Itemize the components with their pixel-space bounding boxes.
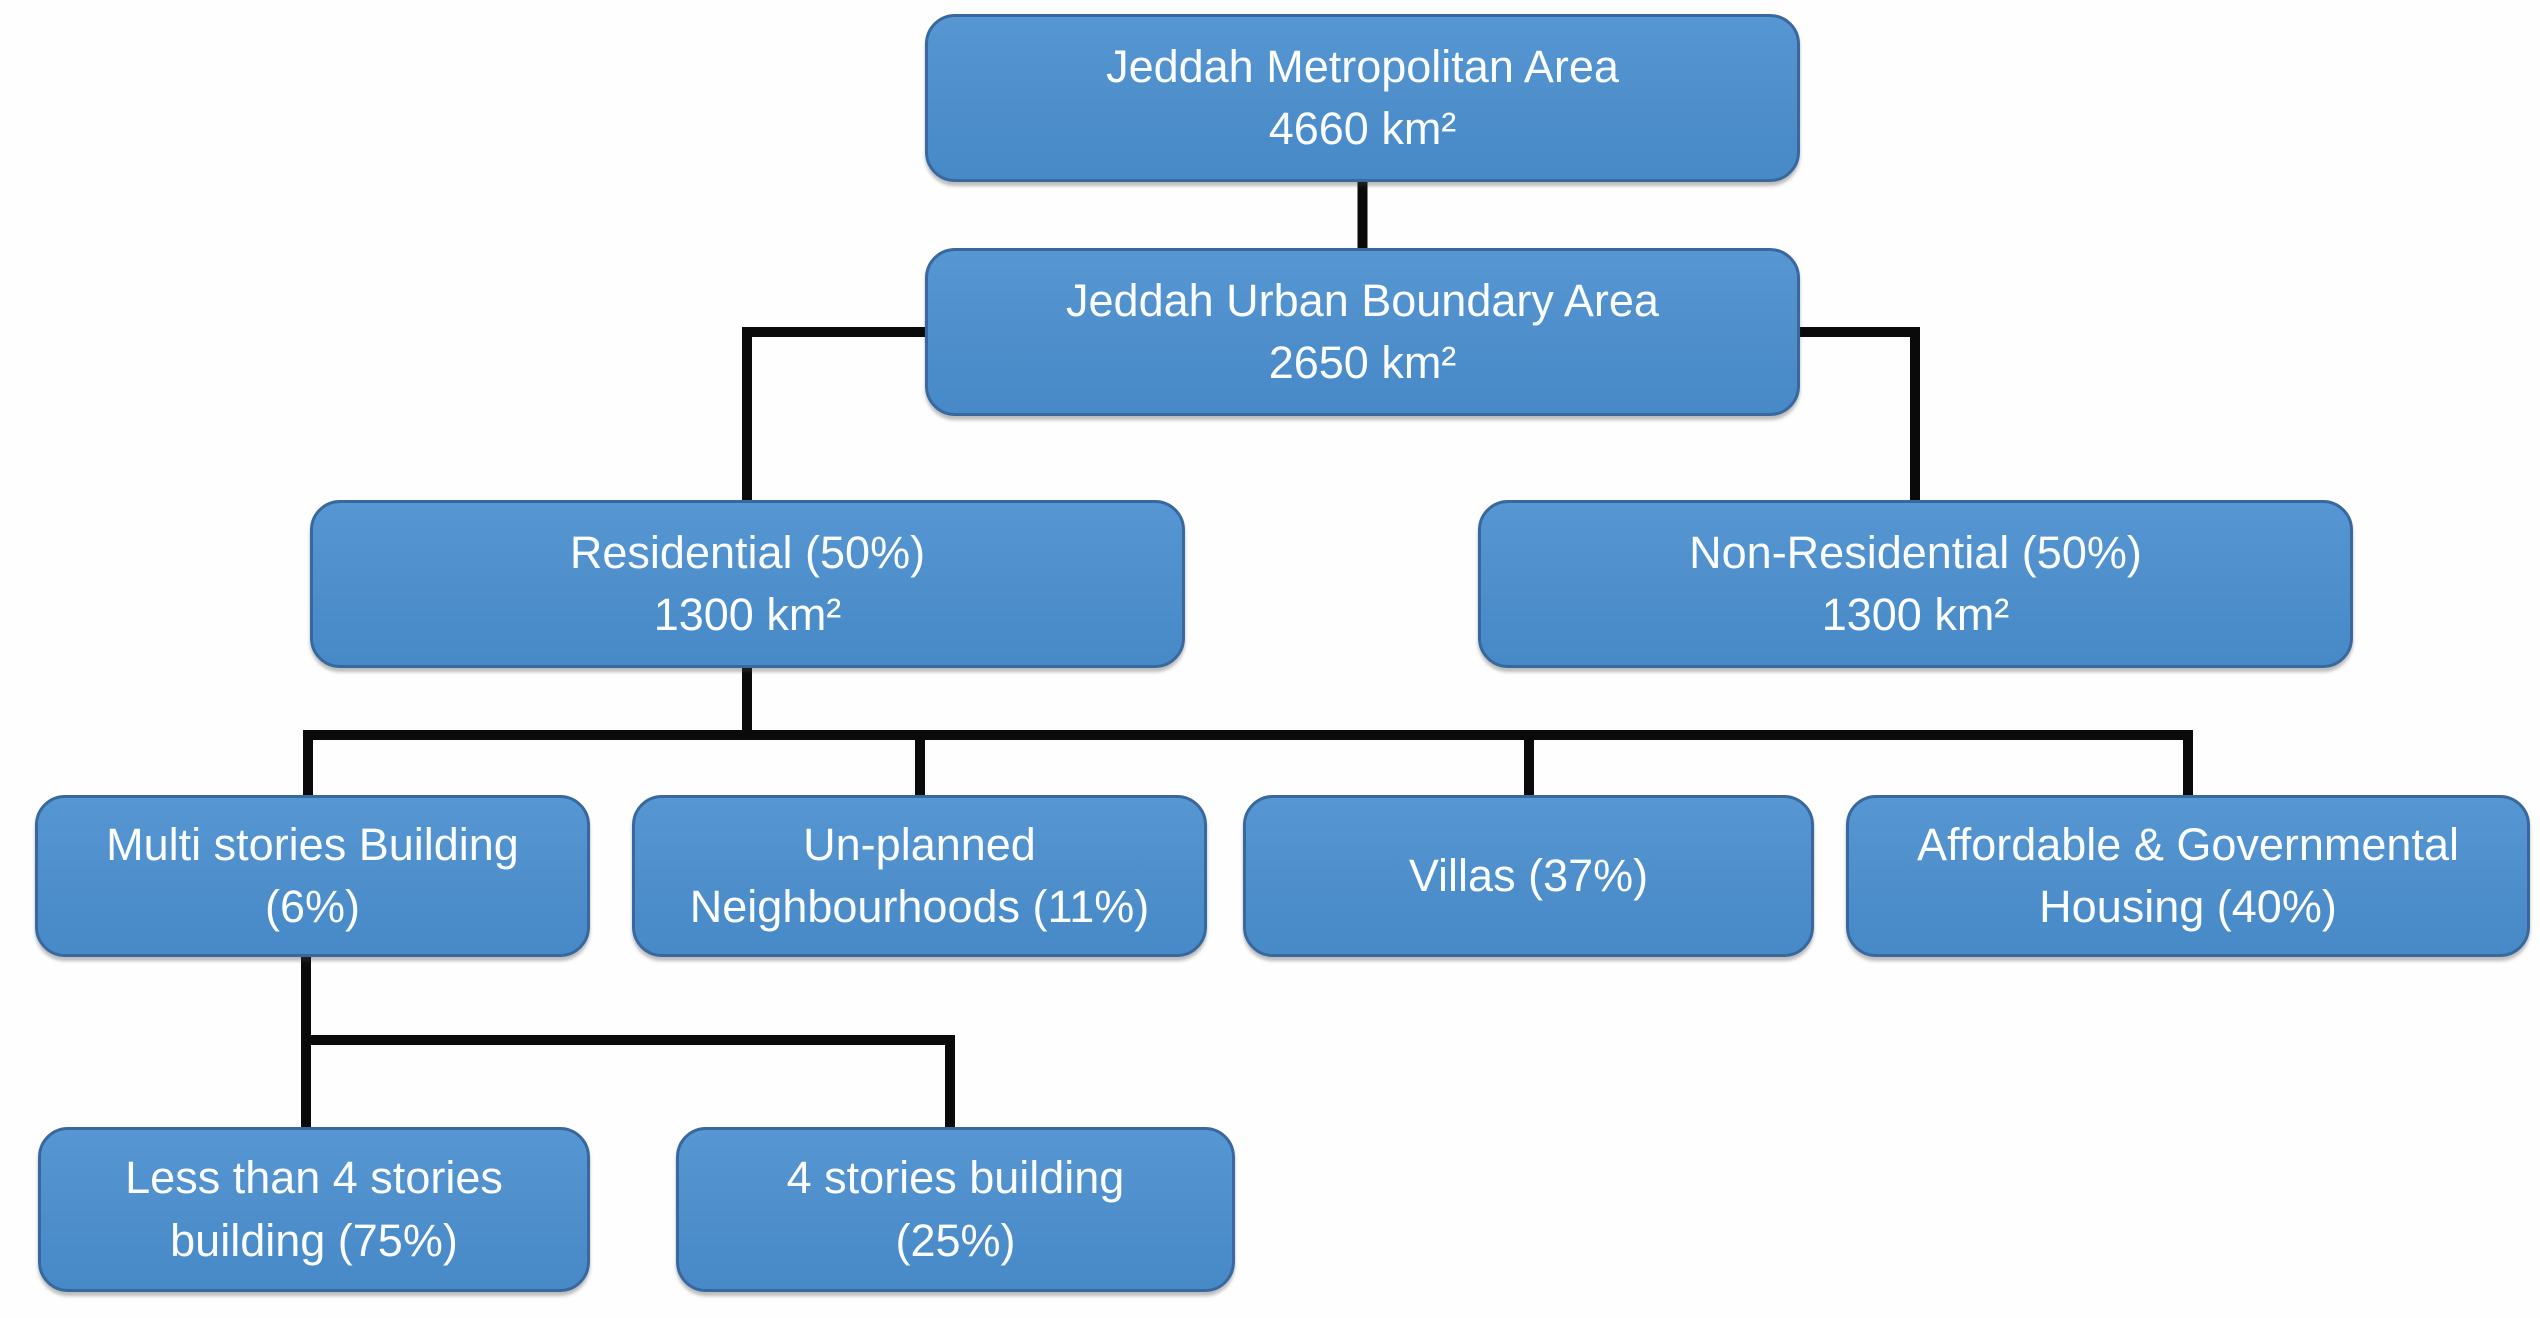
connector-urban-residential: [742, 327, 930, 504]
node-residential: Residential (50%) 1300 km²: [310, 500, 1185, 668]
node-affordable-governmental-housing: Affordable & Governmental Housing (40%): [1846, 795, 2530, 957]
node-label-line: 4 stories building: [786, 1152, 1125, 1204]
node-label-line: Affordable & Governmental: [1917, 818, 2459, 870]
node-label-line: Multi stories Building: [106, 818, 519, 870]
node-value-line: Housing (40%): [2039, 881, 2337, 932]
node-less-than-4-stories-building: Less than 4 stories building (75%): [38, 1127, 590, 1292]
node-label-line: Jeddah Urban Boundary Area: [1066, 274, 1659, 326]
node-label-line: Non-Residential (50%): [1689, 526, 2142, 578]
node-label-line: Less than 4 stories: [125, 1152, 503, 1204]
node-value-line: 1300 km²: [653, 589, 842, 640]
connector-multi-4stories: [306, 1035, 955, 1131]
node-unplanned-neighbourhoods: Un-planned Neighbourhoods (11%): [632, 795, 1207, 957]
node-jeddah-urban-boundary-area: Jeddah Urban Boundary Area 2650 km²: [925, 248, 1800, 416]
node-multi-stories-building: Multi stories Building (6%): [35, 795, 590, 957]
node-4-stories-building: 4 stories building (25%): [676, 1127, 1235, 1292]
node-value-line: (25%): [895, 1214, 1016, 1266]
node-value-line: 4660 km²: [1268, 103, 1457, 154]
node-value-line: 1300 km²: [1821, 589, 2010, 640]
node-label-line: Residential (50%): [569, 526, 926, 578]
node-label-line: Villas (37%): [1408, 849, 1649, 901]
node-label-line: Un-planned: [803, 818, 1036, 870]
connector-residential-bus: [303, 730, 2193, 799]
node-label-line: Jeddah Metropolitan Area: [1106, 40, 1619, 92]
node-non-residential: Non-Residential (50%) 1300 km²: [1478, 500, 2353, 668]
node-value-line: Neighbourhoods (11%): [689, 881, 1150, 932]
node-value-line: building (75%): [170, 1214, 458, 1266]
node-jeddah-metropolitan-area: Jeddah Metropolitan Area 4660 km²: [925, 14, 1800, 182]
node-value-line: (6%): [264, 881, 360, 932]
connector-urban-nonresidential: [1795, 327, 1920, 504]
node-value-line: 2650 km²: [1268, 337, 1457, 388]
node-villas: Villas (37%): [1243, 795, 1814, 957]
